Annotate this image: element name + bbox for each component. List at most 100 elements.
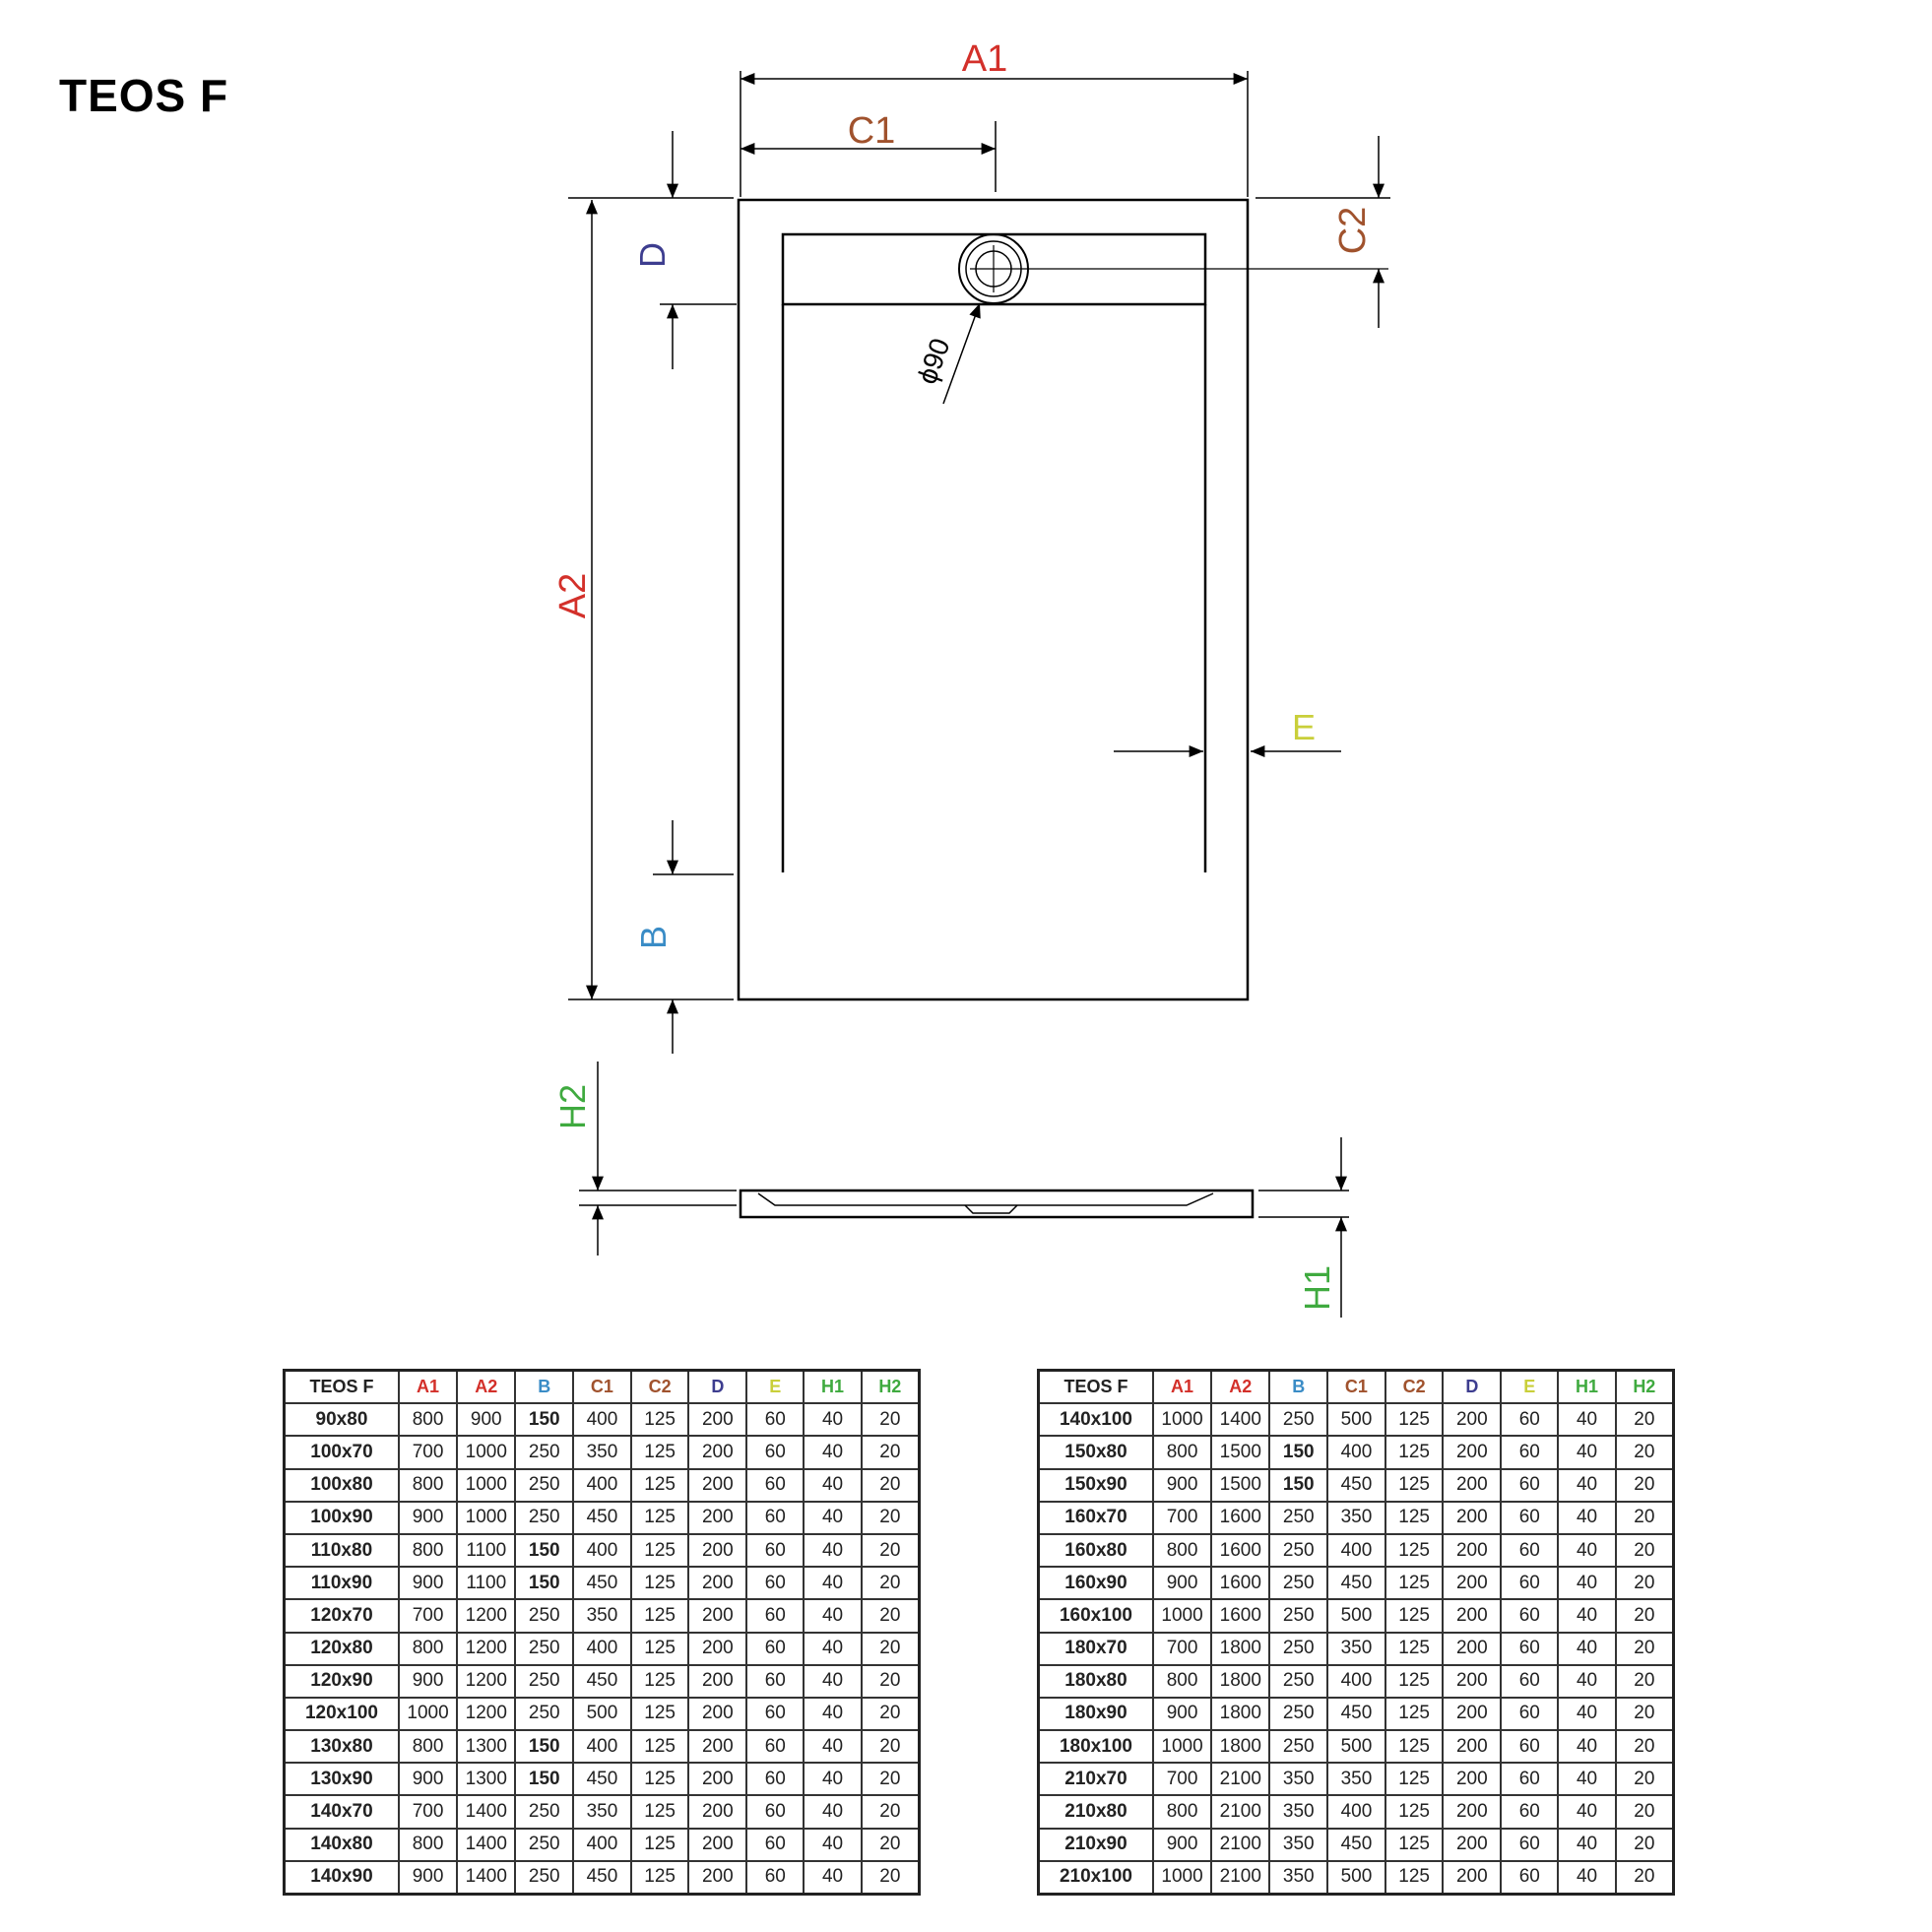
- value-cell-d: 200: [687, 1598, 748, 1634]
- value-cell-h2: 20: [1614, 1566, 1675, 1601]
- value-cell-e: 60: [1500, 1827, 1560, 1862]
- dimension-c2: [1256, 136, 1390, 328]
- value-cell-c1: 450: [572, 1500, 632, 1535]
- value-cell-c2: 125: [1384, 1859, 1445, 1896]
- value-cell-b: 350: [1268, 1859, 1329, 1896]
- column-header-teos-f: TEOS F: [283, 1369, 400, 1405]
- value-cell-c1: 500: [1326, 1859, 1386, 1896]
- value-cell-a1: 900: [1151, 1696, 1213, 1732]
- column-header-teos-f: TEOS F: [1037, 1369, 1154, 1405]
- value-cell-h2: 20: [860, 1762, 921, 1797]
- value-cell-b: 250: [1268, 1631, 1329, 1666]
- value-cell-c2: 125: [1384, 1729, 1445, 1765]
- value-cell-a2: 1800: [1210, 1631, 1271, 1666]
- value-cell-a2: 1000: [456, 1435, 517, 1470]
- value-cell-b: 350: [1268, 1794, 1329, 1830]
- model-size-cell: 120x90: [283, 1663, 400, 1699]
- value-cell-e: 60: [1500, 1631, 1560, 1666]
- value-cell-c1: 500: [1326, 1729, 1386, 1765]
- value-cell-b: 250: [1268, 1598, 1329, 1634]
- value-cell-h2: 20: [1614, 1467, 1675, 1503]
- model-size-cell: 150x90: [1037, 1467, 1154, 1503]
- value-cell-h1: 40: [1557, 1532, 1617, 1569]
- value-cell-e: 60: [745, 1663, 805, 1699]
- value-cell-h2: 20: [860, 1402, 921, 1438]
- value-cell-h1: 40: [803, 1467, 863, 1503]
- value-cell-a2: 1800: [1210, 1729, 1271, 1765]
- value-cell-b: 250: [1268, 1696, 1329, 1732]
- value-cell-a1: 900: [397, 1566, 459, 1601]
- value-cell-h2: 20: [1614, 1435, 1675, 1470]
- value-cell-h2: 20: [860, 1794, 921, 1830]
- value-cell-a1: 800: [1151, 1435, 1213, 1470]
- value-cell-a1: 1000: [1151, 1859, 1213, 1896]
- value-cell-e: 60: [1500, 1794, 1560, 1830]
- value-cell-b: 250: [514, 1696, 575, 1732]
- model-size-cell: 130x80: [283, 1729, 400, 1765]
- column-header-a1: A1: [1151, 1369, 1213, 1405]
- page-title: TEOS F: [59, 70, 229, 121]
- value-cell-d: 200: [687, 1827, 748, 1862]
- value-cell-e: 60: [745, 1859, 805, 1896]
- model-size-cell: 110x90: [283, 1566, 400, 1601]
- value-cell-b: 250: [514, 1500, 575, 1535]
- value-cell-a2: 2100: [1210, 1859, 1271, 1896]
- value-cell-a2: 1200: [456, 1631, 517, 1666]
- value-cell-d: 200: [1442, 1696, 1503, 1732]
- value-cell-h2: 20: [1614, 1402, 1675, 1438]
- value-cell-b: 150: [514, 1532, 575, 1569]
- value-cell-a1: 800: [1151, 1794, 1213, 1830]
- value-cell-e: 60: [1500, 1696, 1560, 1732]
- value-cell-a2: 1600: [1210, 1532, 1271, 1569]
- value-cell-a2: 1500: [1210, 1467, 1271, 1503]
- value-cell-a2: 2100: [1210, 1794, 1271, 1830]
- value-cell-a1: 900: [397, 1762, 459, 1797]
- value-cell-b: 250: [1268, 1532, 1329, 1569]
- value-cell-c2: 125: [1384, 1663, 1445, 1699]
- value-cell-h1: 40: [803, 1794, 863, 1830]
- value-cell-h1: 40: [1557, 1566, 1617, 1601]
- value-cell-a1: 900: [397, 1859, 459, 1896]
- value-cell-h2: 20: [1614, 1794, 1675, 1830]
- value-cell-d: 200: [1442, 1729, 1503, 1765]
- value-cell-c2: 125: [629, 1500, 690, 1535]
- value-cell-h1: 40: [1557, 1794, 1617, 1830]
- value-cell-c1: 450: [1326, 1696, 1386, 1732]
- value-cell-d: 200: [1442, 1532, 1503, 1569]
- shower-tray-technical-drawing: A1 C1 C2 D A2 B E ϕ90: [552, 38, 1390, 1318]
- value-cell-b: 250: [514, 1663, 575, 1699]
- value-cell-h1: 40: [1557, 1827, 1617, 1862]
- label-drain-diameter: ϕ90: [911, 334, 955, 388]
- value-cell-b: 150: [514, 1729, 575, 1765]
- value-cell-h2: 20: [860, 1566, 921, 1601]
- value-cell-d: 200: [1442, 1435, 1503, 1470]
- tray-outline: [737, 198, 1250, 1001]
- value-cell-c2: 125: [1384, 1631, 1445, 1666]
- tray-top-view: [737, 198, 1388, 1001]
- value-cell-d: 200: [1442, 1598, 1503, 1634]
- value-cell-c1: 400: [572, 1827, 632, 1862]
- value-cell-c2: 125: [629, 1762, 690, 1797]
- value-cell-a2: 2100: [1210, 1827, 1271, 1862]
- value-cell-h1: 40: [1557, 1467, 1617, 1503]
- value-cell-h2: 20: [1614, 1696, 1675, 1732]
- value-cell-c2: 125: [1384, 1435, 1445, 1470]
- value-cell-e: 60: [1500, 1663, 1560, 1699]
- value-cell-d: 200: [1442, 1402, 1503, 1438]
- value-cell-e: 60: [745, 1729, 805, 1765]
- model-size-cell: 100x70: [283, 1435, 400, 1470]
- value-cell-c2: 125: [1384, 1762, 1445, 1797]
- value-cell-c2: 125: [629, 1729, 690, 1765]
- value-cell-c1: 400: [572, 1729, 632, 1765]
- value-cell-a1: 900: [1151, 1566, 1213, 1601]
- value-cell-h2: 20: [860, 1729, 921, 1765]
- value-cell-a2: 1600: [1210, 1566, 1271, 1601]
- value-cell-b: 250: [1268, 1663, 1329, 1699]
- value-cell-e: 60: [745, 1598, 805, 1634]
